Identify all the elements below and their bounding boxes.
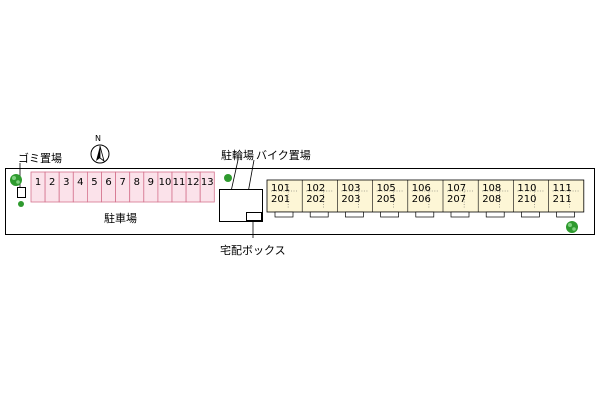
parking-space-number: 7: [119, 177, 125, 188]
parking-space-number: 4: [77, 177, 83, 188]
apartment-building: [266, 179, 585, 213]
parking-lot-label: 駐車場: [104, 212, 137, 225]
unit-number-2f: 201: [271, 194, 290, 205]
unit-number-2f: 203: [341, 194, 360, 205]
north-label: N: [95, 134, 101, 143]
balcony: [345, 211, 364, 218]
garbage-area-label: ゴミ置場: [18, 152, 62, 165]
bike-parking-label: バイク置場: [256, 149, 311, 162]
unit-number-1f: 101: [271, 183, 290, 194]
parking-space: 9: [143, 171, 159, 203]
parking-space-number: 12: [187, 177, 200, 188]
unit-number-2f: 208: [482, 194, 501, 205]
tree-icon: [566, 221, 578, 233]
unit-number-2f: 211: [553, 194, 572, 205]
parking-space-number: 8: [134, 177, 140, 188]
unit-number-1f: 110: [517, 183, 536, 194]
shrub-icon: [18, 201, 24, 207]
delivery-box-label: 宅配ボックス: [220, 244, 286, 257]
unit-number-1f: 111: [553, 183, 572, 194]
unit-number-1f: 103: [341, 183, 360, 194]
parking-space-number: 1: [35, 177, 41, 188]
shrub-icon: [224, 174, 232, 182]
unit-number-1f: 106: [412, 183, 431, 194]
unit-number-2f: 207: [447, 194, 466, 205]
parking-space-number: 5: [91, 177, 97, 188]
unit-number-2f: 205: [377, 194, 396, 205]
parking-space-number: 10: [159, 177, 172, 188]
parking-space: 13: [199, 171, 215, 203]
parking-space-number: 3: [63, 177, 69, 188]
compass-icon: [90, 144, 110, 164]
bicycle-parking-label: 駐輪場: [221, 149, 254, 162]
tree-icon: [10, 174, 22, 186]
delivery-box: [246, 212, 262, 221]
garbage-box: [17, 187, 26, 198]
unit-number-2f: 210: [517, 194, 536, 205]
parking-space-number: 2: [49, 177, 55, 188]
parking-space-number: 11: [173, 177, 186, 188]
balcony: [380, 211, 399, 218]
unit-number-1f: 107: [447, 183, 466, 194]
unit-number-2f: 206: [412, 194, 431, 205]
balcony: [485, 211, 505, 218]
unit-number-1f: 108: [482, 183, 501, 194]
parking-space-number: 6: [105, 177, 111, 188]
balcony: [450, 211, 470, 218]
unit-number-2f: 202: [306, 194, 325, 205]
unit-number-1f: 105: [377, 183, 396, 194]
balcony: [274, 211, 294, 218]
north-arrow: N: [86, 134, 114, 167]
balcony: [521, 211, 540, 218]
parking-space-number: 9: [148, 177, 154, 188]
unit-number-1f: 102: [306, 183, 325, 194]
balcony: [556, 211, 575, 218]
site-boundary: [5, 168, 595, 235]
balcony: [415, 211, 435, 218]
balcony: [309, 211, 329, 218]
parking-space-number: 13: [201, 177, 214, 188]
